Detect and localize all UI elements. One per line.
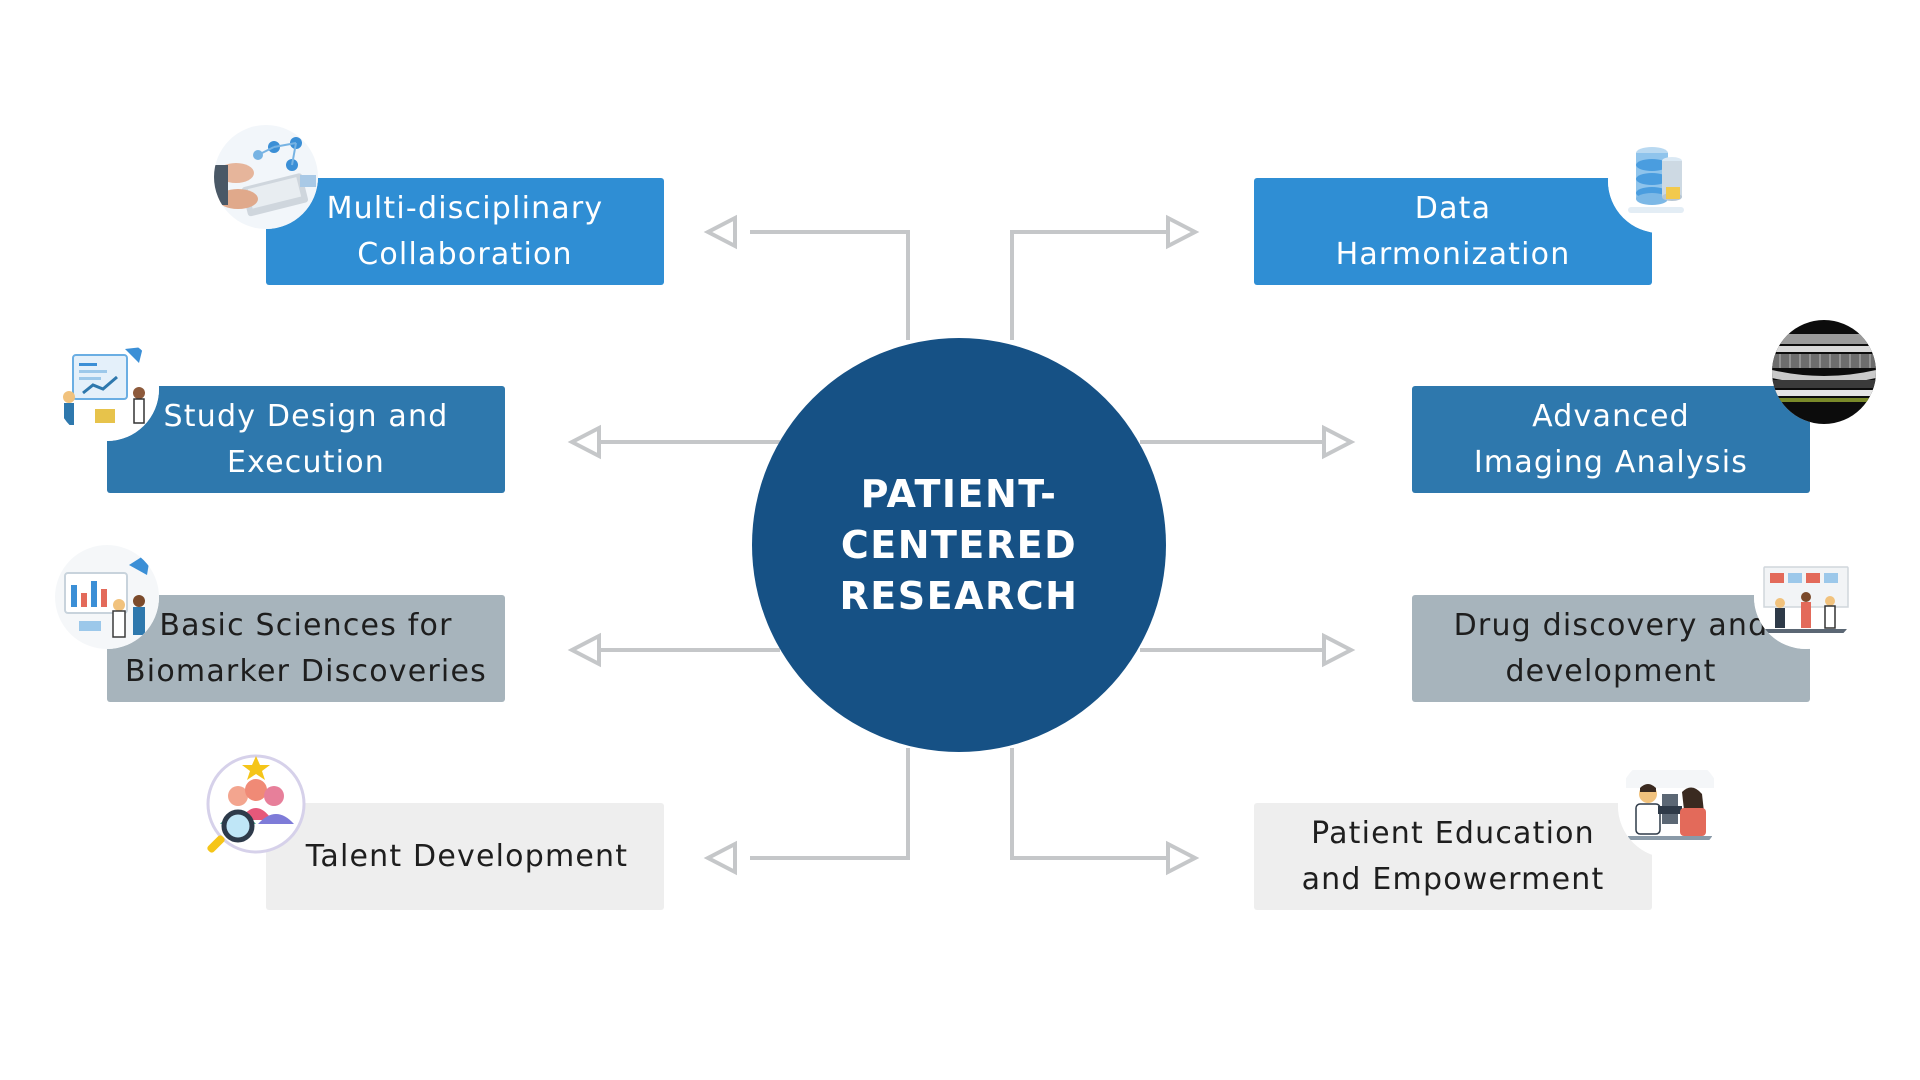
topic-talent: Talent Development (266, 803, 664, 910)
connector-talent (750, 748, 910, 860)
connector-patient-education (1010, 748, 1168, 860)
arrow-study-design (567, 424, 601, 460)
arrow-patient-education (1166, 840, 1200, 876)
arrow-drug-discovery (1322, 632, 1356, 668)
study-design-dashboard-icon (55, 337, 159, 441)
connector-collaboration (750, 230, 910, 340)
eye-exam-icon (1618, 754, 1722, 858)
topic-label-patient-education: Patient Education and Empowerment (1301, 815, 1605, 897)
topic-label-study-design: Study Design and Execution (163, 398, 449, 480)
arrow-data-harmonization (1166, 214, 1200, 250)
topic-study-design: Study Design and Execution (107, 386, 505, 493)
lab-scientists-icon (55, 545, 159, 649)
central-hub: PATIENT- CENTERED RESEARCH (752, 338, 1166, 752)
arrow-basic-sciences (567, 632, 601, 668)
topic-basic-sciences: Basic Sciences for Biomarker Discoveries (107, 595, 505, 702)
topic-collaboration: Multi-disciplinary Collaboration (266, 178, 664, 285)
database-stack-icon (1608, 129, 1712, 233)
topic-label-imaging: Advanced Imaging Analysis (1473, 398, 1749, 480)
connector-data-harmonization (1010, 230, 1168, 340)
topic-label-data-harmonization: Data Harmonization (1335, 190, 1571, 272)
topic-label-basic-sciences: Basic Sciences for Biomarker Discoveries (125, 607, 487, 689)
hub-label: PATIENT- CENTERED RESEARCH (839, 471, 1079, 618)
arrow-talent (703, 840, 737, 876)
topic-label-talent: Talent Development (305, 838, 629, 874)
arrow-imaging (1322, 424, 1356, 460)
drug-lab-team-icon (1754, 545, 1858, 649)
topic-label-drug-discovery: Drug discovery and development (1453, 607, 1769, 689)
retina-oct-scan-icon (1772, 320, 1876, 424)
topic-drug-discovery: Drug discovery and development (1412, 595, 1810, 702)
topic-imaging: Advanced Imaging Analysis (1412, 386, 1810, 493)
talent-search-people-icon (204, 752, 308, 856)
arrow-collaboration (703, 214, 737, 250)
collaboration-laptop-icon (214, 125, 318, 229)
topic-data-harmonization: Data Harmonization (1254, 178, 1652, 285)
topic-patient-education: Patient Education and Empowerment (1254, 803, 1652, 910)
topic-label-collaboration: Multi-disciplinary Collaboration (326, 190, 604, 272)
